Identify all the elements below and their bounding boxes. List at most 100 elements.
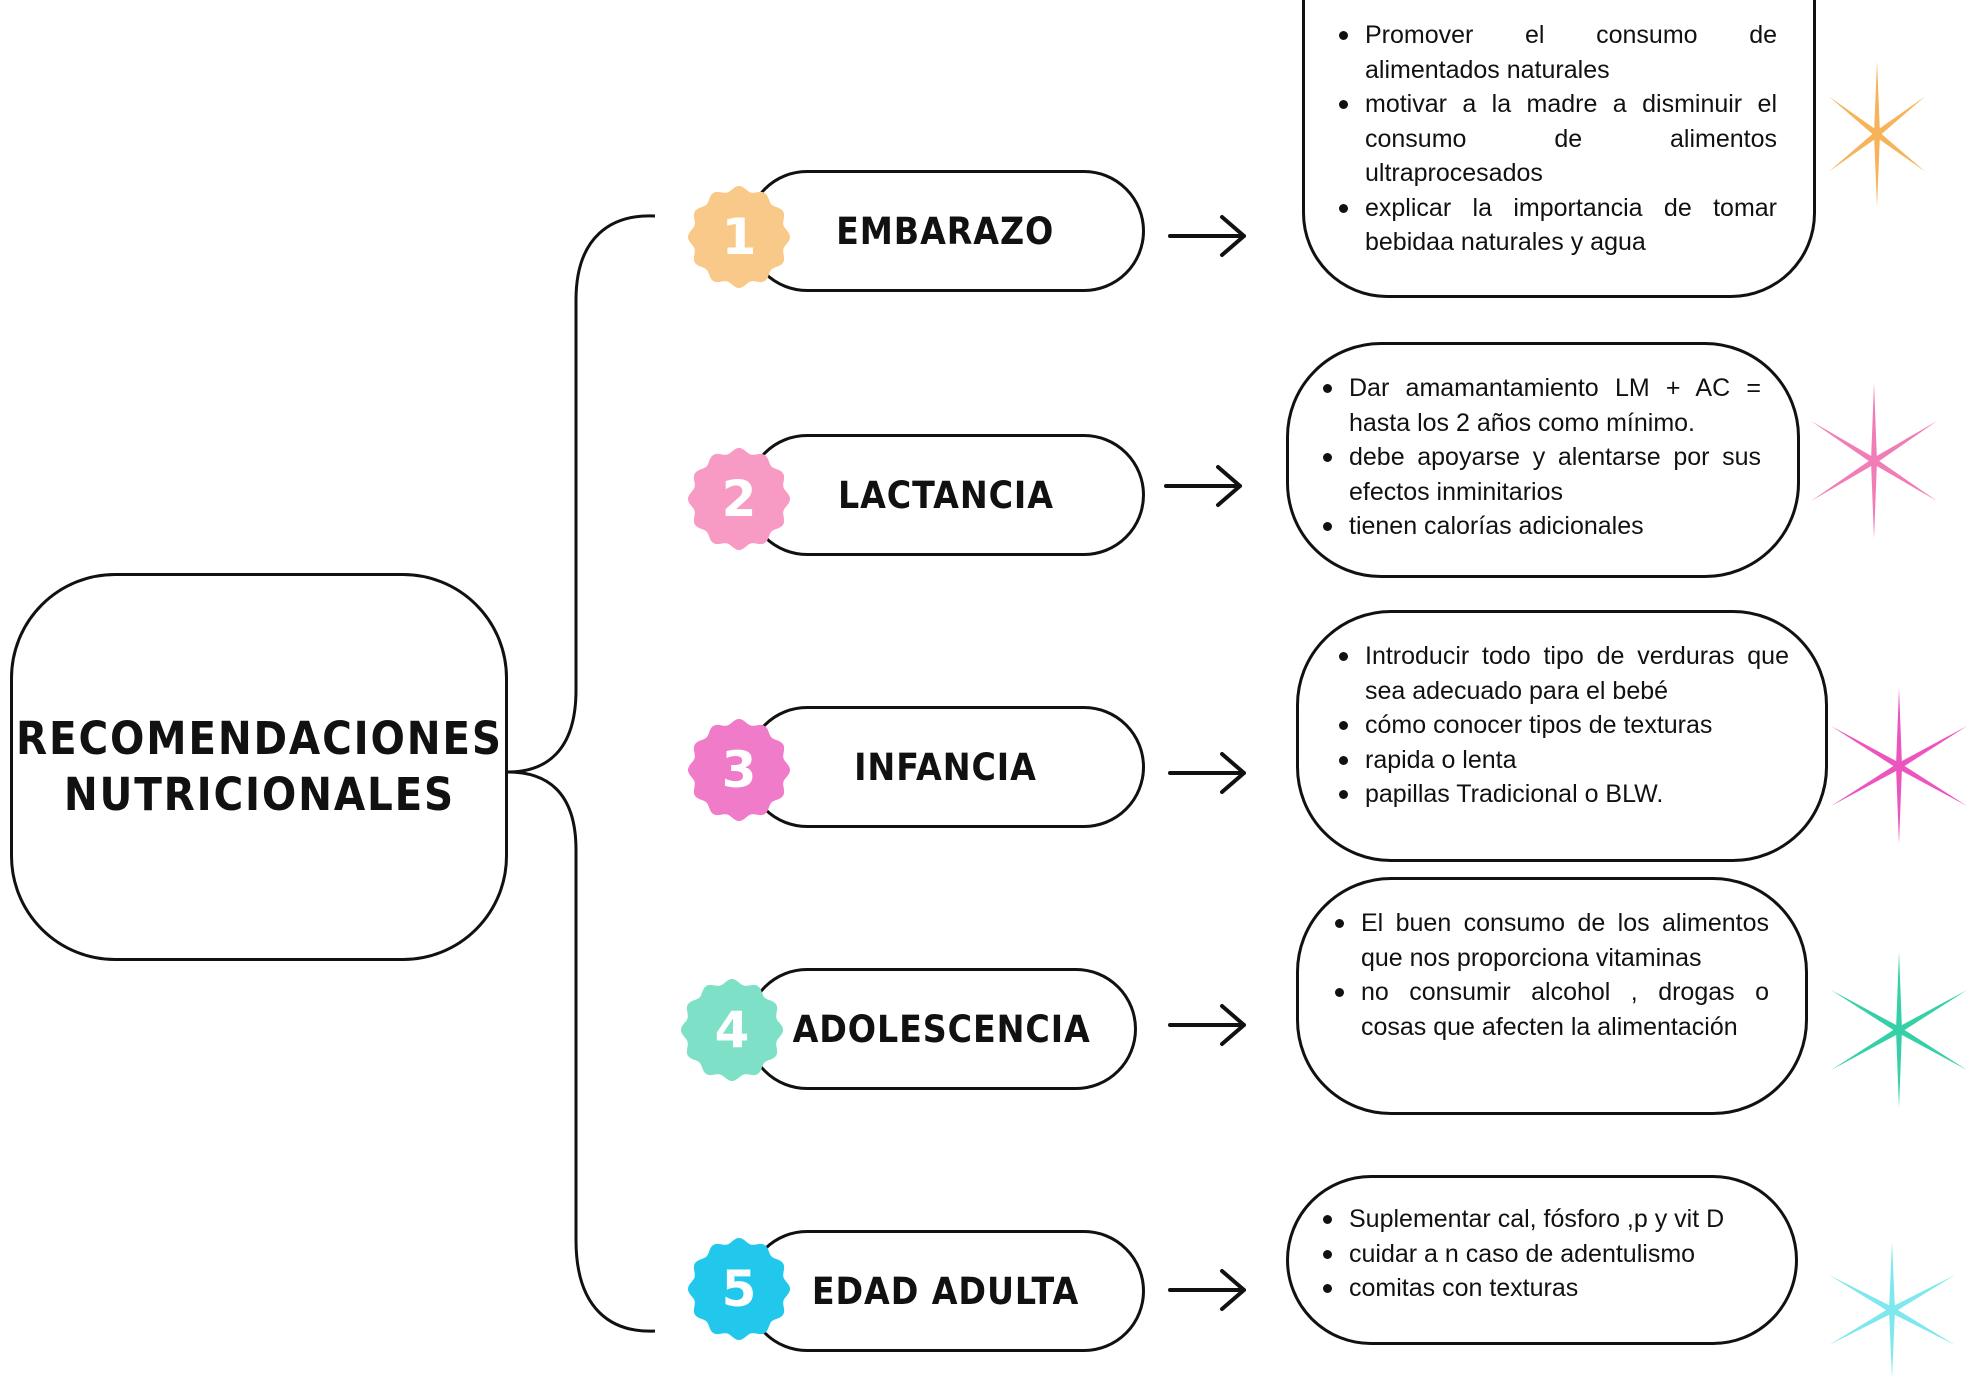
star-ray xyxy=(1874,61,1880,134)
list-item: no consumir alcohol , drogas o cosas que… xyxy=(1335,975,1769,1044)
badge-shape-icon xyxy=(681,979,783,1081)
detail-box-embarazo: Promover el consumo de alimentados natur… xyxy=(1302,0,1816,298)
arrow-icon xyxy=(1164,465,1242,507)
badge-shape-fill xyxy=(688,448,790,550)
list-item: comitas con texturas xyxy=(1323,1271,1759,1306)
sparkle-star-icon xyxy=(1829,1242,1955,1378)
list-item: Suplementar cal, fósforo ,p y vit D xyxy=(1323,1202,1759,1237)
star-rays xyxy=(1831,688,1967,844)
badge-shape-fill xyxy=(688,186,790,288)
star-ray xyxy=(1890,1307,1955,1345)
badge-shape-icon xyxy=(688,1238,790,1340)
detail-list: Dar amamantamiento LM + AC = hasta los 2… xyxy=(1315,371,1761,544)
star-ray xyxy=(1831,990,1901,1033)
detail-box-adolescencia: El buen consumo de los alimentos que nos… xyxy=(1296,877,1808,1115)
list-item: tienen calorías adicionales xyxy=(1323,509,1761,544)
star-ray xyxy=(1871,383,1877,461)
arrow-icon xyxy=(1168,215,1246,257)
number-badge-1: 1 xyxy=(687,185,791,289)
star-ray xyxy=(1872,421,1937,464)
star-center xyxy=(1887,1305,1897,1315)
star-ray xyxy=(1889,1310,1895,1378)
sparkle-star-icon xyxy=(1831,688,1967,844)
badge-number: 1 xyxy=(721,208,757,266)
star-ray xyxy=(1897,763,1967,806)
stage-box-edad-adulta: EDAD ADULTA xyxy=(746,1230,1145,1352)
stage-label: EDAD ADULTA xyxy=(811,1269,1080,1313)
main-title: RECOMENDACIONES NUTRICIONALES xyxy=(15,712,503,821)
star-ray xyxy=(1831,726,1901,769)
list-item: cómo conocer tipos de texturas xyxy=(1339,708,1789,743)
detail-list: Suplementar cal, fósforo ,p y vit D cuid… xyxy=(1315,1202,1759,1306)
number-badge-5: 5 xyxy=(687,1237,791,1341)
badge-shape-icon xyxy=(688,186,790,288)
star-center xyxy=(1894,761,1904,771)
badge-shape-icon xyxy=(688,448,790,550)
detail-list: El buen consumo de los alimentos que nos… xyxy=(1327,906,1769,1044)
star-ray xyxy=(1897,990,1967,1033)
list-item: Dar amamantamiento LM + AC = hasta los 2… xyxy=(1323,371,1761,440)
star-ray xyxy=(1896,952,1902,1030)
stage-box-embarazo: EMBARAZO xyxy=(746,170,1145,292)
star-ray xyxy=(1831,1027,1901,1070)
badge-shape-fill xyxy=(688,719,790,821)
list-item: papillas Tradicional o BLW. xyxy=(1339,777,1789,812)
stage-box-lactancia: LACTANCIA xyxy=(746,434,1145,556)
star-ray xyxy=(1896,766,1902,844)
star-rays xyxy=(1829,61,1925,207)
number-badge-2: 2 xyxy=(687,447,791,551)
arrow-icon xyxy=(1168,752,1246,794)
star-ray xyxy=(1875,96,1925,137)
stage-label: ADOLESCENCIA xyxy=(792,1007,1091,1051)
detail-box-lactancia: Dar amamantamiento LM + AC = hasta los 2… xyxy=(1286,342,1800,578)
badge-shape-fill xyxy=(681,979,783,1081)
arrow-icon xyxy=(1168,1269,1246,1311)
star-rays xyxy=(1811,383,1937,539)
list-item: motivar a la madre a disminuir el consum… xyxy=(1339,87,1777,191)
star-ray xyxy=(1874,134,1880,207)
star-ray xyxy=(1896,688,1902,766)
list-item: Introducir todo tipo de verduras que sea… xyxy=(1339,639,1789,708)
star-center xyxy=(1894,1025,1904,1035)
list-item: debe apoyarse y alentarse por sus efecto… xyxy=(1323,440,1761,509)
detail-list: Promover el consumo de alimentados natur… xyxy=(1331,18,1777,260)
badge-shape-fill xyxy=(688,1238,790,1340)
arrow-icon xyxy=(1168,1004,1246,1046)
star-ray xyxy=(1875,131,1925,172)
badge-number: 3 xyxy=(721,741,757,799)
sparkle-star-icon xyxy=(1811,383,1937,539)
star-rays xyxy=(1829,1242,1955,1378)
list-item: cuidar a n caso de adentulismo xyxy=(1323,1237,1759,1272)
detail-list: Introducir todo tipo de verduras que sea… xyxy=(1331,639,1789,812)
badge-number: 4 xyxy=(714,1001,750,1059)
badge-number: 5 xyxy=(721,1260,757,1318)
badge-number: 2 xyxy=(721,470,757,528)
star-ray xyxy=(1889,1242,1895,1310)
star-ray xyxy=(1896,1030,1902,1108)
number-badge-3: 3 xyxy=(687,718,791,822)
main-topic-box: RECOMENDACIONES NUTRICIONALES xyxy=(10,573,508,961)
star-ray xyxy=(1831,763,1901,806)
star-center xyxy=(1872,129,1882,139)
star-ray xyxy=(1829,131,1879,172)
stage-label: INFANCIA xyxy=(854,745,1037,789)
stage-label: EMBARAZO xyxy=(836,209,1055,253)
stage-box-infancia: INFANCIA xyxy=(746,706,1145,828)
list-item: Promover el consumo de alimentados natur… xyxy=(1339,18,1777,87)
star-rays xyxy=(1831,952,1967,1108)
detail-box-infancia: Introducir todo tipo de verduras que sea… xyxy=(1296,610,1828,862)
list-item: El buen consumo de los alimentos que nos… xyxy=(1335,906,1769,975)
detail-box-edad-adulta: Suplementar cal, fósforo ,p y vit D cuid… xyxy=(1286,1175,1798,1345)
stage-label: LACTANCIA xyxy=(837,473,1054,517)
star-ray xyxy=(1811,458,1876,501)
sparkle-star-icon xyxy=(1829,61,1925,207)
star-center xyxy=(1869,456,1879,466)
star-ray xyxy=(1811,421,1876,464)
star-ray xyxy=(1897,1027,1967,1070)
sparkle-star-icon xyxy=(1831,952,1967,1108)
star-ray xyxy=(1829,1307,1894,1345)
list-item: explicar la importancia de tomar bebidaa… xyxy=(1339,191,1777,260)
star-ray xyxy=(1890,1275,1955,1313)
star-ray xyxy=(1829,96,1879,137)
star-ray xyxy=(1829,1275,1894,1313)
